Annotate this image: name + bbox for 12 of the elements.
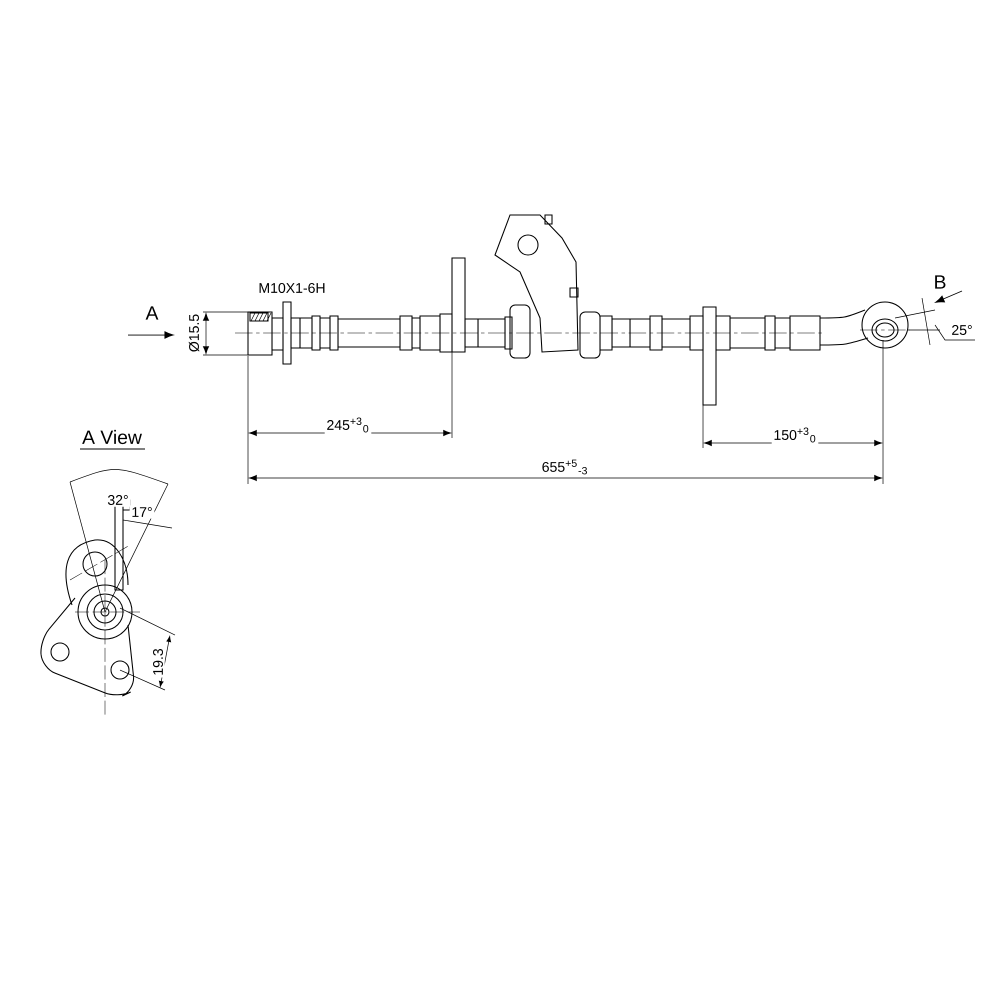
angle-label: 17° xyxy=(130,505,154,519)
view-letter: A xyxy=(144,304,160,322)
angle-label: 32° xyxy=(106,493,130,507)
dimension-text: 19.3 xyxy=(151,646,165,678)
view-title: A View xyxy=(80,428,144,446)
angle-label: 25° xyxy=(950,323,974,337)
thread-label: M10X1-6H xyxy=(256,281,328,295)
dimension-text: 245$^{+3}$0 xyxy=(324,416,372,434)
dimension-text: Ø15.5 xyxy=(187,312,201,354)
view-letter: B xyxy=(932,274,948,290)
dimension-text: 150$^{+3}$0 xyxy=(772,426,818,444)
dimension-text: 655$^{+5}$-3 xyxy=(540,458,590,476)
